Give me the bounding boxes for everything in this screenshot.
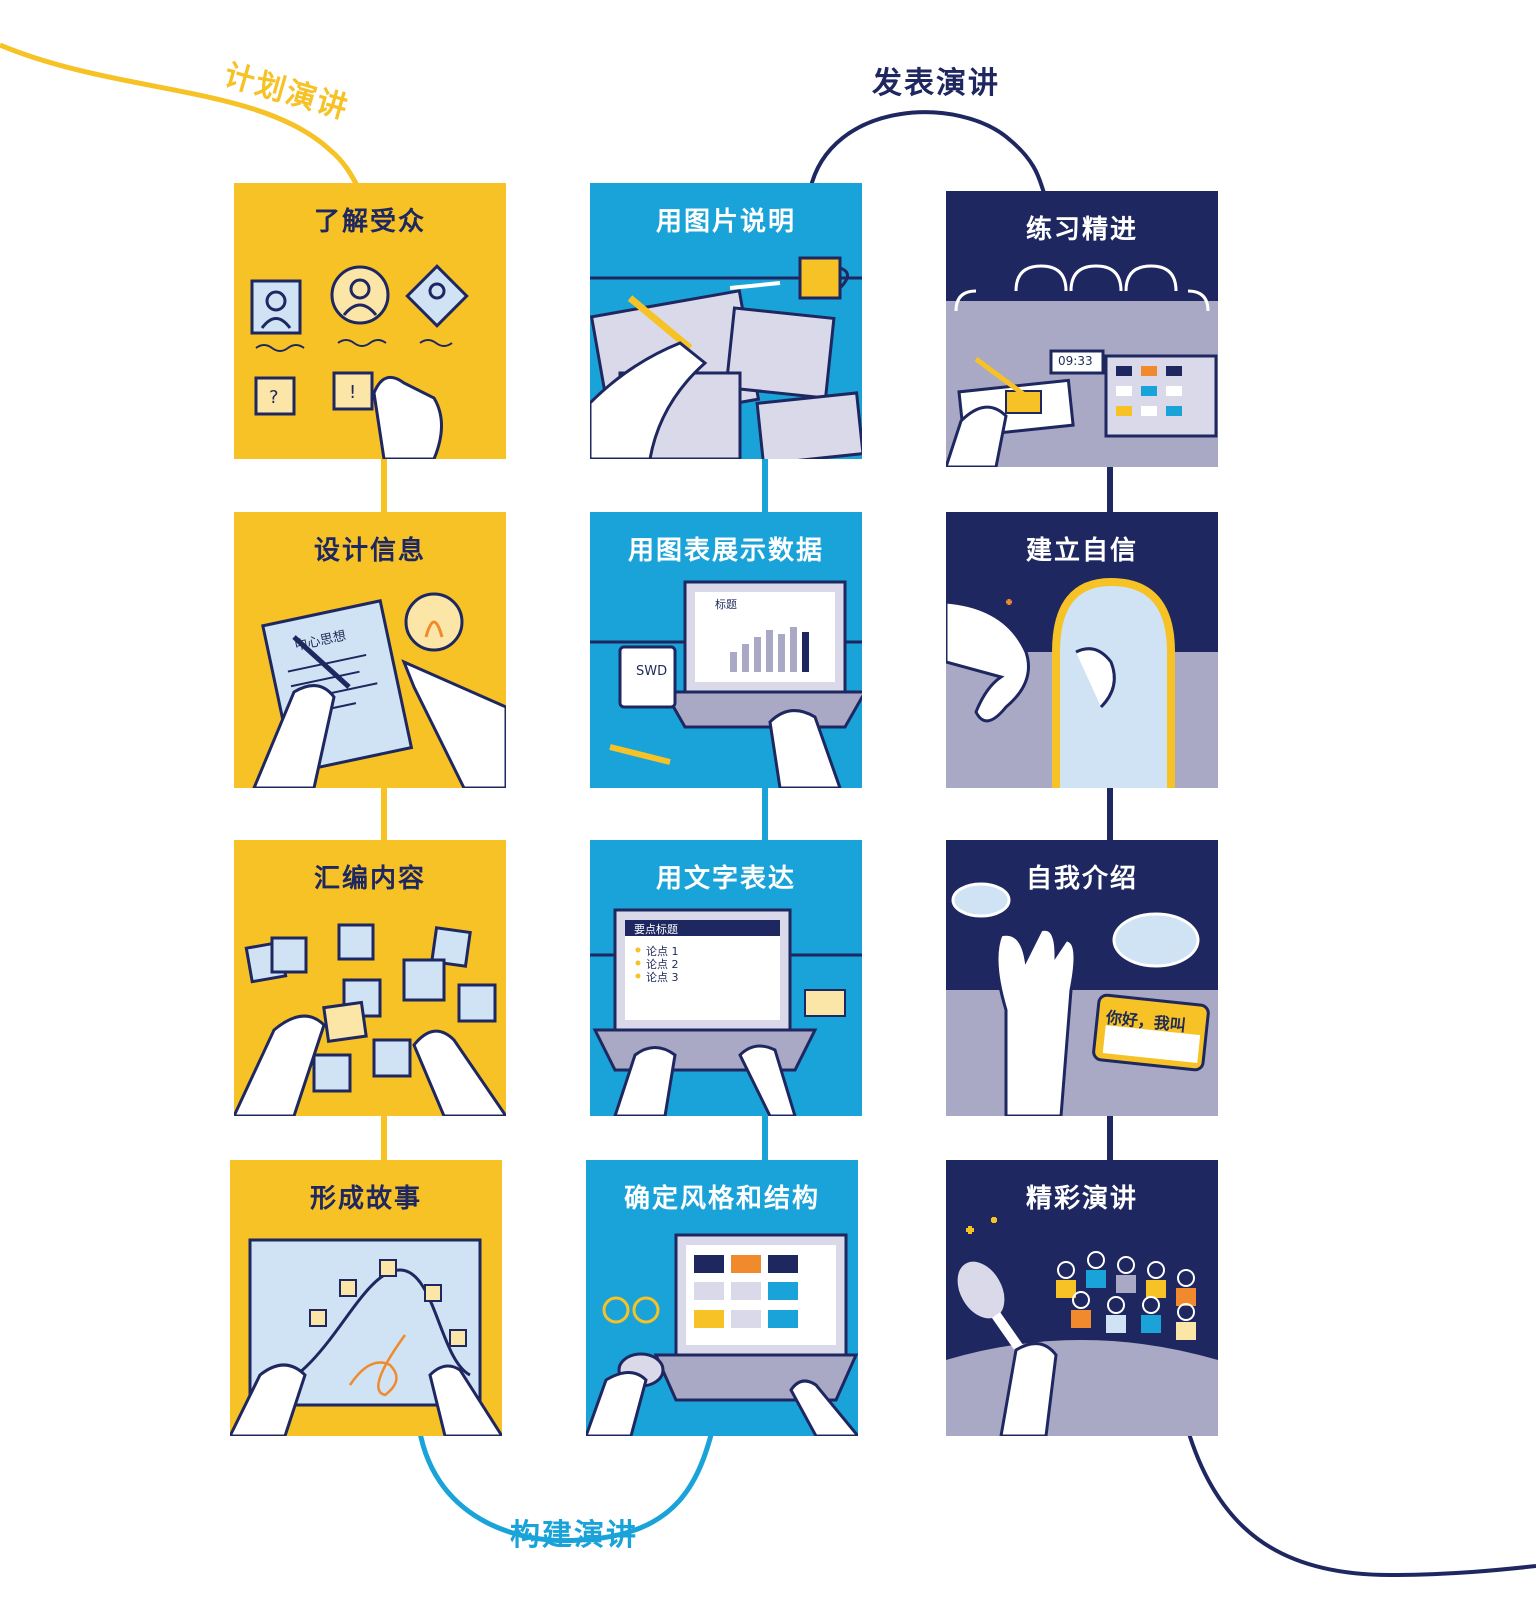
card-style-and-structure: 确定风格和结构 [586,1160,858,1436]
deliver-path-bottom [1183,1419,1536,1578]
phase-label-deliver: 发表演讲 [872,66,1000,101]
card-title: 设计信息 [313,536,426,566]
waving-hand-icon [946,882,1218,1116]
card-introduce-yourself: 自我介绍 你好，我叫 [946,840,1218,1116]
card-design-message: 设计信息 中心思想 [234,512,506,788]
lightbulb-icon [252,592,506,788]
phase-label-build: 构建演讲 [510,1518,638,1553]
slide-bullet-3: 论点 3 [646,971,679,984]
laptop-chart-icon [590,580,862,788]
build-path [415,1419,718,1544]
card-express-with-words: 用文字表达 要点标题 论点 1 论点 2 论点 3 [590,840,862,1116]
card-great-presentation: 精彩演讲 [946,1160,1218,1436]
microphone-audience-icon [946,1217,1218,1436]
card-title: 练习精进 [1025,215,1138,245]
card-title: 精彩演讲 [1025,1184,1138,1214]
card-title: 用图表展示数据 [627,536,824,566]
laptop-layout-icon [586,1233,858,1436]
card-title: 建立自信 [1025,536,1138,566]
slide-heading: 要点标题 [634,923,678,936]
card-build-confidence: 建立自信 [946,512,1218,788]
story-arc-icon [230,1238,502,1436]
audience-icon [1056,1251,1196,1340]
card-know-audience: 了解受众 ? ! [234,183,506,459]
audience-personas-icon: ? ! [250,264,469,459]
screen-chart-title: 标题 [715,598,737,611]
card-title: 了解受众 [313,207,426,237]
card-illustrate-with-pictures: 用图片说明 [590,183,862,459]
mirror-icon [946,577,1218,788]
rehearsal-room-icon [946,264,1218,467]
sticky-notes-icon [234,923,506,1116]
timer-readout: 09:33 [1058,354,1093,368]
sketching-icon [590,256,862,459]
card-title: 用图片说明 [655,207,796,237]
card-practice: 练习精进 09:33 [946,191,1218,467]
laptop-text-icon [590,908,862,1116]
slide-bullet-1: 论点 1 [646,945,679,958]
card-compile-content: 汇编内容 [234,840,506,1116]
deliver-path-top [808,110,1047,196]
card-form-story: 形成故事 [230,1160,502,1436]
slide-bullet-2: 论点 2 [646,958,679,971]
card-title: 形成故事 [309,1184,422,1214]
card-title: 汇编内容 [313,864,426,894]
card-title: 用文字表达 [655,864,796,894]
mug-label: SWD [636,664,668,679]
card-show-data-with-charts: 用图表展示数据 SWD 标题 [590,512,862,788]
svg-text:?: ? [269,387,279,408]
card-title: 自我介绍 [1025,864,1138,894]
card-title: 确定风格和结构 [623,1184,820,1214]
svg-text:!: ! [349,382,356,403]
